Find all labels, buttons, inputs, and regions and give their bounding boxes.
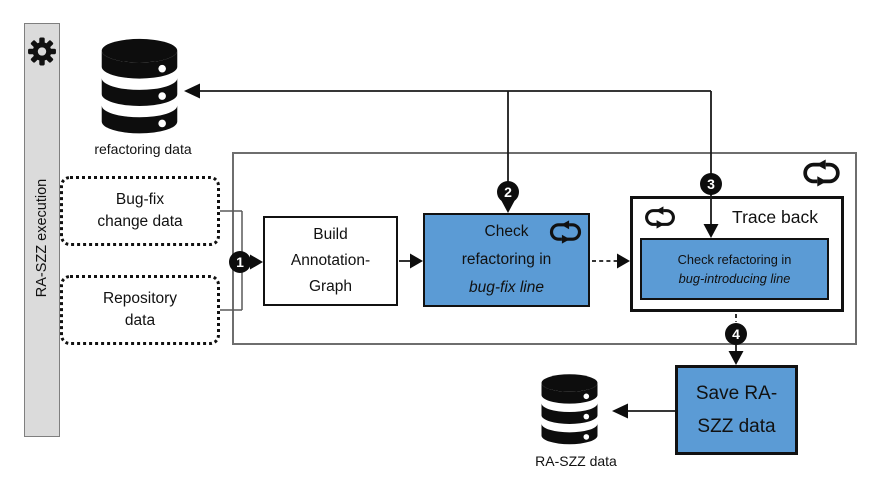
- raszz-database-label: RA-SZZ data: [535, 453, 617, 469]
- trace-back-box: Trace back Check refactoring in bug-intr…: [630, 196, 844, 312]
- refactoring-database-label: refactoring data: [94, 141, 192, 157]
- bugfix-change-data-box: Bug-fix change data: [60, 176, 220, 246]
- check-bugfix-line2: refactoring in: [461, 250, 552, 268]
- build-line2: Annotation-: [290, 251, 371, 269]
- arrowhead-into-refactoring-db: [184, 83, 200, 99]
- check-refactoring-bug-introducing-box: Check refactoring in bug-introducing lin…: [640, 238, 829, 300]
- repository-data-line2: data: [124, 312, 156, 329]
- gear-icon: [28, 37, 56, 66]
- execution-sidebar: RA-SZZ execution: [24, 23, 60, 437]
- save-line2: SZZ data: [697, 416, 776, 437]
- sidebar-label: RA-SZZ execution: [34, 179, 50, 298]
- build-line3: Graph: [308, 278, 353, 296]
- repository-data-box: Repository data: [60, 275, 220, 345]
- refactoring-database-icon: [97, 37, 182, 140]
- check-introducing-line2: bug-introducing line: [678, 271, 791, 286]
- save-line1: Save RA-: [695, 382, 778, 404]
- arrowhead-save-to-db: [612, 403, 628, 419]
- step-marker-4: 4: [725, 323, 747, 345]
- step-marker-1: 1: [229, 251, 251, 273]
- build-line1: Build: [313, 225, 348, 243]
- loop-icon: [803, 159, 840, 187]
- bugfix-change-data-line2: change data: [97, 213, 183, 230]
- loop-icon: [645, 206, 675, 229]
- bugfix-change-data-line1: Bug-fix: [115, 191, 165, 208]
- check-bugfix-line1: Check: [484, 222, 529, 240]
- save-ra-szz-data-box: Save RA- SZZ data: [675, 365, 798, 455]
- trace-back-title: Trace back: [732, 207, 818, 227]
- raszz-database-icon: [538, 371, 601, 451]
- build-annotation-graph-box: Build Annotation- Graph: [263, 216, 398, 306]
- check-bugfix-line3: bug-fix line: [469, 279, 544, 297]
- step-marker-3: 3: [700, 173, 722, 195]
- check-refactoring-bugfix-box: Check refactoring in bug-fix line: [423, 213, 590, 307]
- loop-icon: [549, 220, 582, 244]
- repository-data-line1: Repository: [102, 290, 178, 307]
- check-introducing-line1: Check refactoring in: [677, 251, 792, 267]
- arrowhead-step4-to-save: [728, 351, 744, 365]
- step-marker-2: 2: [497, 181, 519, 203]
